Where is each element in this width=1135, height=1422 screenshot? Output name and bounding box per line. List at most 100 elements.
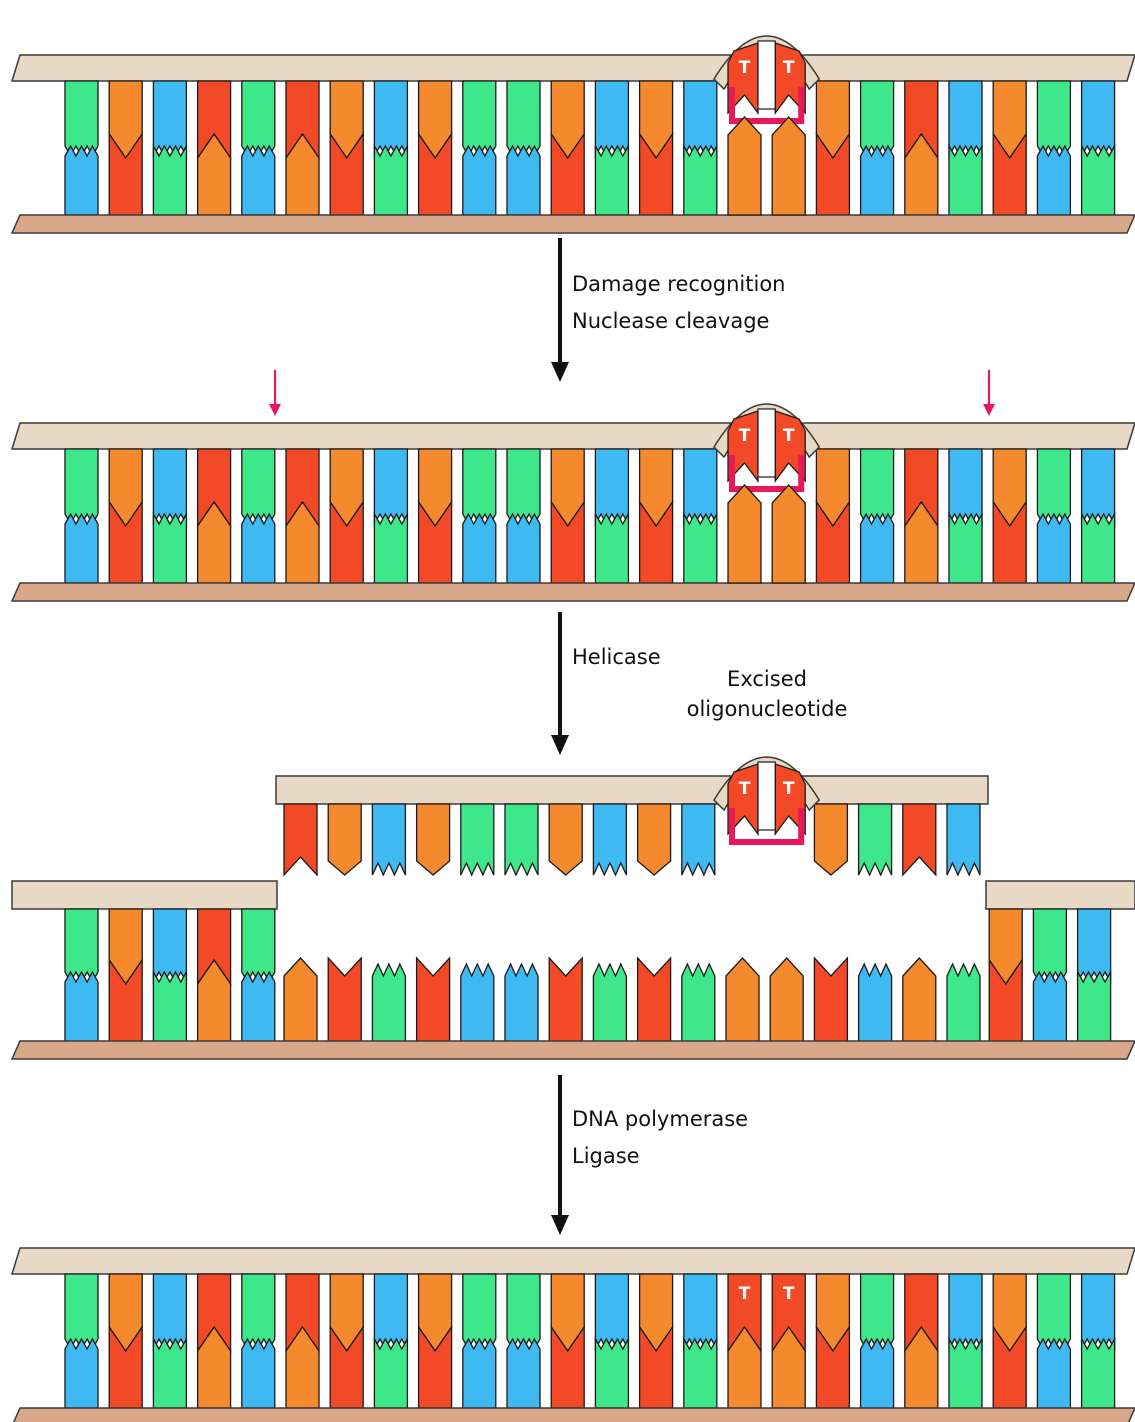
base-pair: [198, 81, 231, 215]
base-bottom: [1078, 972, 1111, 1042]
base-bottom: [1037, 1339, 1070, 1408]
step-label-synthesis: DNA polymerase Ligase: [572, 1101, 748, 1175]
template-base: [549, 958, 582, 1042]
base-bottom: [595, 514, 628, 583]
excised-base: [549, 804, 582, 875]
dimer-gap: [758, 409, 775, 477]
excised-backbone: [276, 776, 988, 804]
base-top: [153, 81, 186, 156]
base-top: [374, 1274, 407, 1349]
base-top: [153, 449, 186, 524]
base-top: [595, 1274, 628, 1349]
base-pair: [507, 81, 540, 215]
template-base: [328, 958, 361, 1042]
base-bottom: [65, 514, 98, 583]
step-label-damage-recognition: Damage recognition: [572, 266, 785, 303]
base-pair: [905, 1274, 938, 1408]
base-pair: [1037, 81, 1070, 215]
template-base: [770, 958, 803, 1042]
excised-base: [417, 804, 450, 875]
base-bottom: [861, 1339, 894, 1408]
panel-excision: TT: [12, 757, 1135, 1059]
base-pair: [861, 1274, 894, 1408]
base-pair: [595, 81, 628, 215]
excised-base: [593, 804, 626, 875]
base-bottom: [949, 146, 982, 215]
right-top-backbone: [986, 881, 1135, 909]
base-bottom: [1033, 972, 1066, 1042]
base-pair: [153, 81, 186, 215]
excised-base: [461, 804, 494, 875]
top-backbone: [12, 423, 1135, 449]
base-bottom: [1082, 1339, 1115, 1408]
base-pair: [507, 449, 540, 583]
base-bottom: [65, 1339, 98, 1408]
bottom-backbone: [12, 1408, 1135, 1422]
base-bottom: [463, 146, 496, 215]
base-bottom: [242, 1339, 275, 1408]
thymine-label: T: [783, 1284, 795, 1304]
dimer-gap: [758, 762, 775, 830]
template-base: [372, 964, 405, 1042]
base-pair: [949, 449, 982, 583]
arrow-head: [551, 735, 569, 755]
base-bottom: [595, 1339, 628, 1408]
base-bottom: [153, 972, 186, 1042]
base-pair: [1082, 1274, 1115, 1408]
base-pair: [551, 449, 584, 583]
excised-base: [505, 804, 538, 875]
base-top: [153, 1274, 186, 1349]
base-bottom: [242, 146, 275, 215]
base-bottom: [65, 972, 98, 1042]
base-pair: [286, 449, 319, 583]
excised-base: [947, 804, 980, 875]
base-bottom: [507, 514, 540, 583]
step-label-helicase-group: Helicase: [572, 639, 661, 676]
base-pair: [1037, 1274, 1070, 1408]
template-base: [682, 964, 715, 1042]
excised-base: [682, 804, 715, 875]
thymine-dimer: TT: [714, 36, 819, 215]
base-pair: [816, 449, 849, 583]
step-label-helicase: Helicase: [572, 639, 661, 676]
base-bottom: [684, 514, 717, 583]
template-base: [947, 964, 980, 1042]
template-base: [638, 958, 671, 1042]
excised-base: [284, 804, 317, 875]
thymine-label-1: T: [739, 426, 751, 446]
base-pair: [595, 449, 628, 583]
step-arrow-1: [551, 238, 569, 382]
base-pair: [286, 1274, 319, 1408]
panel-repaired-dna: TT: [12, 1248, 1135, 1422]
base-pair: [949, 81, 982, 215]
base-pair: [153, 1274, 186, 1408]
bottom-backbone: [12, 1041, 1135, 1059]
base-pair: [242, 81, 275, 215]
base-bottom: [861, 514, 894, 583]
base-pair: [198, 1274, 231, 1408]
cleavage-arrow-1: [269, 370, 281, 416]
base-bottom: [507, 1339, 540, 1408]
base-pair: [153, 449, 186, 583]
adenine-1: [728, 117, 761, 215]
base-pair: [640, 449, 673, 583]
base-bottom: [949, 514, 982, 583]
template-base: [903, 958, 936, 1042]
base-pair: [463, 1274, 496, 1408]
base-top: [949, 81, 982, 156]
bottom-backbone: [12, 583, 1135, 601]
base-pair: [330, 81, 363, 215]
base-top: [374, 81, 407, 156]
base-bottom: [242, 514, 275, 583]
base-pair: [198, 449, 231, 583]
top-backbone: [12, 55, 1135, 81]
base-pair: [684, 1274, 717, 1408]
arrow-head: [551, 1215, 569, 1235]
base-pair: [419, 1274, 452, 1408]
base-bottom: [1082, 514, 1115, 583]
excised-oligonucleotide-label: Excised oligonucleotide: [662, 664, 872, 724]
base-pair: [65, 81, 98, 215]
base-pair: [109, 449, 142, 583]
base-pair: [816, 1274, 849, 1408]
